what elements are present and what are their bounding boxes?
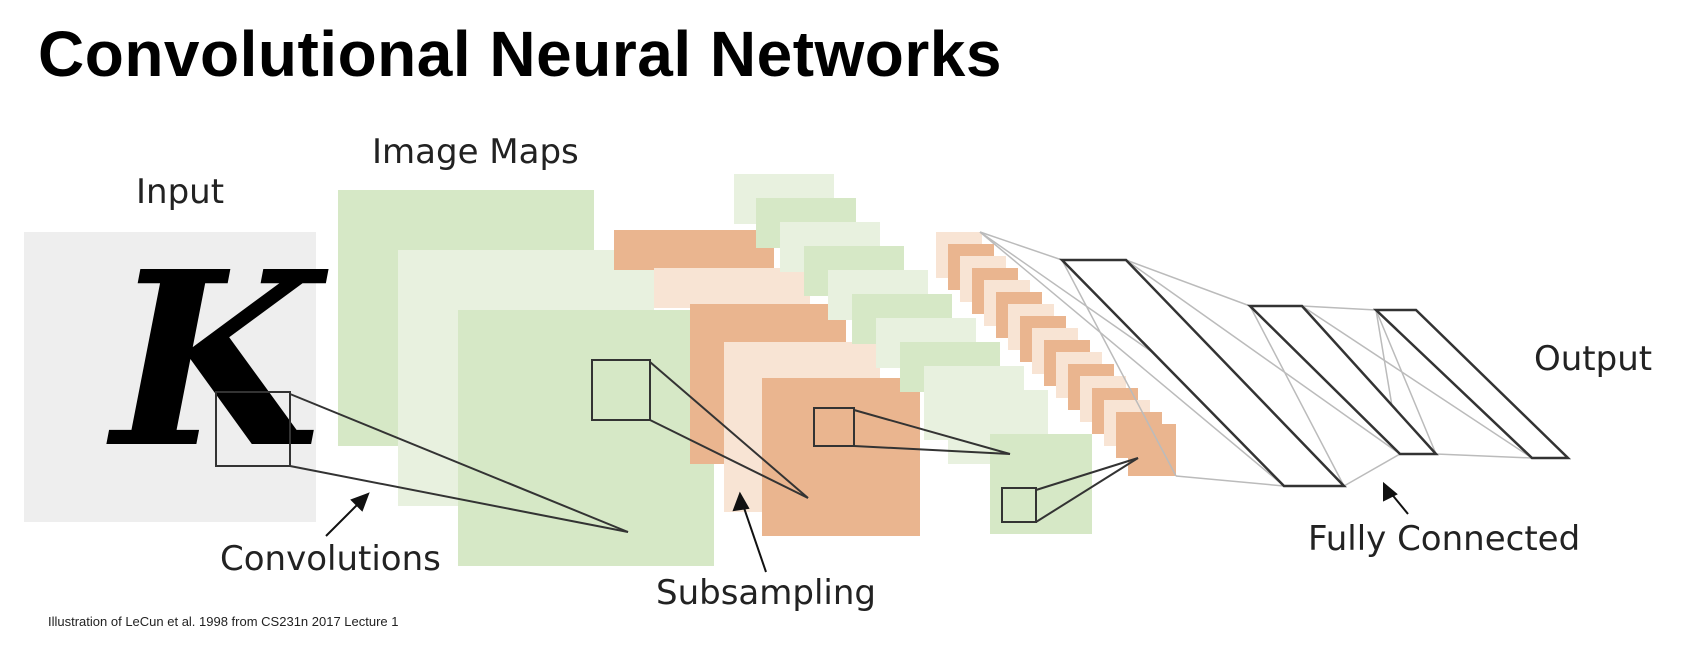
input-label: Input <box>136 172 224 212</box>
subsampling-label: Subsampling <box>656 573 876 613</box>
conv1-map-3 <box>458 310 714 566</box>
conv2-map-11 <box>990 434 1092 534</box>
slide-title: Convolutional Neural Networks <box>38 18 1002 90</box>
fc-output-layer <box>1372 308 1572 460</box>
fc-layer-1 <box>1059 258 1347 488</box>
pool1-receptive-field <box>813 407 855 447</box>
pool1-map-2 <box>654 268 810 308</box>
conv2-receptive-field <box>1001 487 1037 523</box>
input-receptive-field <box>215 391 291 467</box>
pool2-map-17 <box>1128 424 1176 476</box>
convolutions-label: Convolutions <box>220 539 441 579</box>
convolutions-arrowhead <box>350 492 370 512</box>
conv1-receptive-field <box>591 359 651 421</box>
fc-layer-2 <box>1246 304 1439 456</box>
arrows <box>325 481 1409 573</box>
input-panel <box>24 232 316 522</box>
output-label: Output <box>1534 339 1652 379</box>
fc-connection-lines <box>979 231 1533 487</box>
pool1-map-1 <box>614 230 774 270</box>
subsampling-arrowhead <box>732 491 750 512</box>
projection-lines <box>289 361 1139 533</box>
input-glyph: K <box>106 219 329 501</box>
pool1-map-5 <box>762 378 920 536</box>
fully-connected-label: Fully Connected <box>1308 519 1580 559</box>
image-maps-label: Image Maps <box>372 132 579 172</box>
fully-connected-arrowhead <box>1383 481 1398 502</box>
illustration-caption: Illustration of LeCun et al. 1998 from C… <box>48 614 399 629</box>
